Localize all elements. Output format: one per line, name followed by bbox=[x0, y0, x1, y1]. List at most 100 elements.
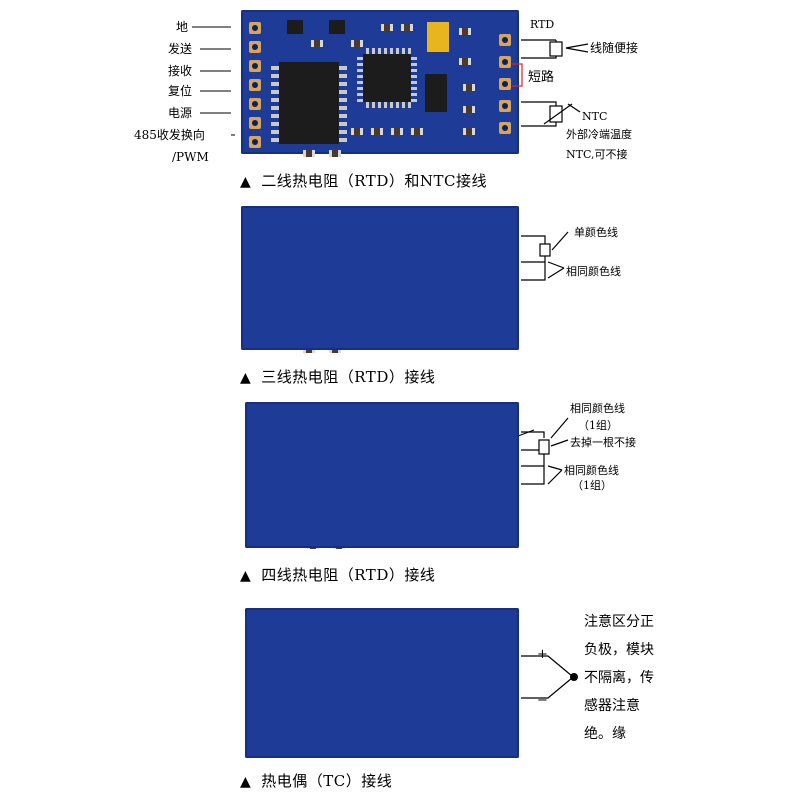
adc-chip bbox=[363, 54, 411, 102]
ntc-label: NTC bbox=[582, 110, 608, 123]
smd-terminal bbox=[463, 128, 466, 135]
chip-pin bbox=[366, 48, 369, 54]
triangle-icon: ▲ bbox=[240, 174, 252, 190]
header-hole bbox=[252, 120, 258, 126]
same-color-wire-note: 相同颜色线 bbox=[566, 265, 621, 278]
chip-pin bbox=[271, 74, 279, 78]
smd-terminal bbox=[390, 24, 393, 31]
ntc-note-1: 外部冷端温度 bbox=[566, 128, 632, 141]
cut-mark bbox=[517, 429, 535, 437]
smd-terminal bbox=[360, 128, 363, 135]
chip-pin bbox=[271, 130, 279, 134]
pin-label-power: 电源 bbox=[168, 106, 193, 120]
chip-pin bbox=[357, 87, 363, 90]
rtd-resistor-symbol bbox=[539, 243, 551, 257]
chip-pin bbox=[384, 102, 387, 108]
caption-4-text: 热电偶（TC）接线 bbox=[261, 772, 393, 790]
chip-pin bbox=[396, 102, 399, 108]
pin-label-receive: 接收 bbox=[168, 64, 193, 78]
chip-pin bbox=[339, 114, 347, 118]
smd-terminal bbox=[400, 128, 403, 135]
smd-terminal bbox=[311, 40, 314, 47]
rtd-note-arrow bbox=[565, 43, 589, 49]
header-hole bbox=[502, 103, 508, 109]
note-arrow bbox=[550, 417, 569, 439]
tc-negative-wire bbox=[521, 677, 573, 699]
smd-resistor bbox=[351, 40, 363, 47]
chip-pin bbox=[384, 48, 387, 54]
same-color-wire-group-1: 相同颜色线 bbox=[570, 402, 625, 415]
chip-pin bbox=[378, 48, 381, 54]
smd-resistor bbox=[311, 40, 323, 47]
chip-pin bbox=[411, 87, 417, 90]
rtd-note-arrow bbox=[565, 47, 589, 53]
chip-pin bbox=[390, 48, 393, 54]
note-arrow bbox=[547, 469, 563, 485]
caption-1-text: 二线热电阻（RTD）和NTC接线 bbox=[261, 172, 487, 190]
header-hole bbox=[252, 44, 258, 50]
chip-pin bbox=[339, 90, 347, 94]
rtd-resistor-symbol bbox=[549, 41, 563, 57]
short-bracket bbox=[512, 63, 523, 87]
smd-resistor bbox=[459, 28, 471, 35]
chip-pin bbox=[372, 102, 375, 108]
chip-pin bbox=[357, 99, 363, 102]
chip-pin bbox=[411, 69, 417, 72]
caption-2: ▲三线热电阻（RTD）接线 bbox=[240, 368, 435, 387]
caption-2-text: 三线热电阻（RTD）接线 bbox=[261, 368, 436, 386]
smd-terminal bbox=[312, 150, 315, 157]
pcb-board-4 bbox=[245, 608, 519, 758]
thermocouple-polarity-note: 注意区分正负极，模块不隔离，传感器注意绝。缘 bbox=[584, 614, 654, 742]
smd-resistor bbox=[463, 106, 475, 113]
smd-resistor bbox=[303, 150, 315, 157]
smd-terminal bbox=[381, 24, 384, 31]
triangle-icon: ▲ bbox=[240, 568, 252, 584]
chip-pin bbox=[357, 57, 363, 60]
positive-sign: + bbox=[537, 647, 548, 662]
ntc-arrow bbox=[567, 103, 581, 113]
smd-resistor bbox=[371, 128, 383, 135]
smd-terminal bbox=[303, 150, 306, 157]
chip-pin bbox=[357, 81, 363, 84]
smd-terminal bbox=[459, 28, 462, 35]
rtd-note: 线随便接 bbox=[590, 41, 639, 55]
smd-resistor bbox=[401, 24, 413, 31]
chip-pin bbox=[402, 102, 405, 108]
chip-pin bbox=[339, 74, 347, 78]
header-hole bbox=[502, 59, 508, 65]
chip-pin bbox=[271, 90, 279, 94]
smd-resistor bbox=[351, 128, 363, 135]
single-color-wire-note: 单颜色线 bbox=[574, 226, 618, 239]
chip-pin bbox=[339, 122, 347, 126]
op-amp-chip bbox=[425, 74, 447, 112]
smd-terminal bbox=[468, 28, 471, 35]
chip-pin bbox=[339, 98, 347, 102]
smd-terminal bbox=[329, 150, 332, 157]
smd-terminal bbox=[391, 128, 394, 135]
rtd-resistor-symbol bbox=[538, 439, 550, 455]
ntc-slash bbox=[543, 103, 573, 125]
header-hole bbox=[252, 101, 258, 107]
chip-pin bbox=[408, 48, 411, 54]
caption-3-text: 四线热电阻（RTD）接线 bbox=[261, 566, 436, 584]
tantalum-capacitor bbox=[427, 22, 449, 52]
smd-resistor bbox=[463, 84, 475, 91]
smd-terminal bbox=[463, 84, 466, 91]
chip-pin bbox=[271, 122, 279, 126]
chip-pin bbox=[271, 114, 279, 118]
smd-terminal bbox=[371, 128, 374, 135]
chip-pin bbox=[378, 102, 381, 108]
caption-3: ▲ 四线热电阻（RTD）接线 bbox=[240, 566, 435, 585]
smd-resistor bbox=[391, 128, 403, 135]
chip-pin bbox=[339, 138, 347, 142]
smd-terminal bbox=[360, 40, 363, 47]
header-hole bbox=[252, 139, 258, 145]
thermocouple-junction bbox=[570, 673, 578, 681]
note-arrow bbox=[551, 231, 569, 251]
smd-terminal bbox=[472, 128, 475, 135]
smd-resistor bbox=[381, 24, 393, 31]
chip-pin bbox=[390, 102, 393, 108]
small-chip bbox=[287, 20, 303, 34]
chip-pin bbox=[339, 82, 347, 86]
wire-2 bbox=[521, 256, 546, 281]
